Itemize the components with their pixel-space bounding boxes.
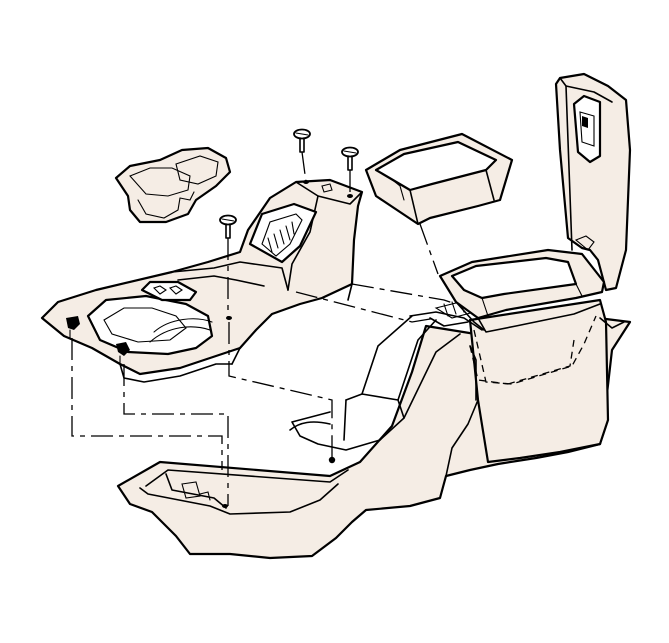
screw-left [219,214,237,239]
floor-console-base [116,298,632,560]
screw-right [341,146,359,171]
front-console-trim-panel [40,178,364,383]
armrest-storage-compartment [438,72,632,385]
alignment-guide-lines [71,151,457,506]
storage-tray [364,132,514,226]
screw-center [293,128,311,153]
cup-holder-insert [114,146,232,224]
